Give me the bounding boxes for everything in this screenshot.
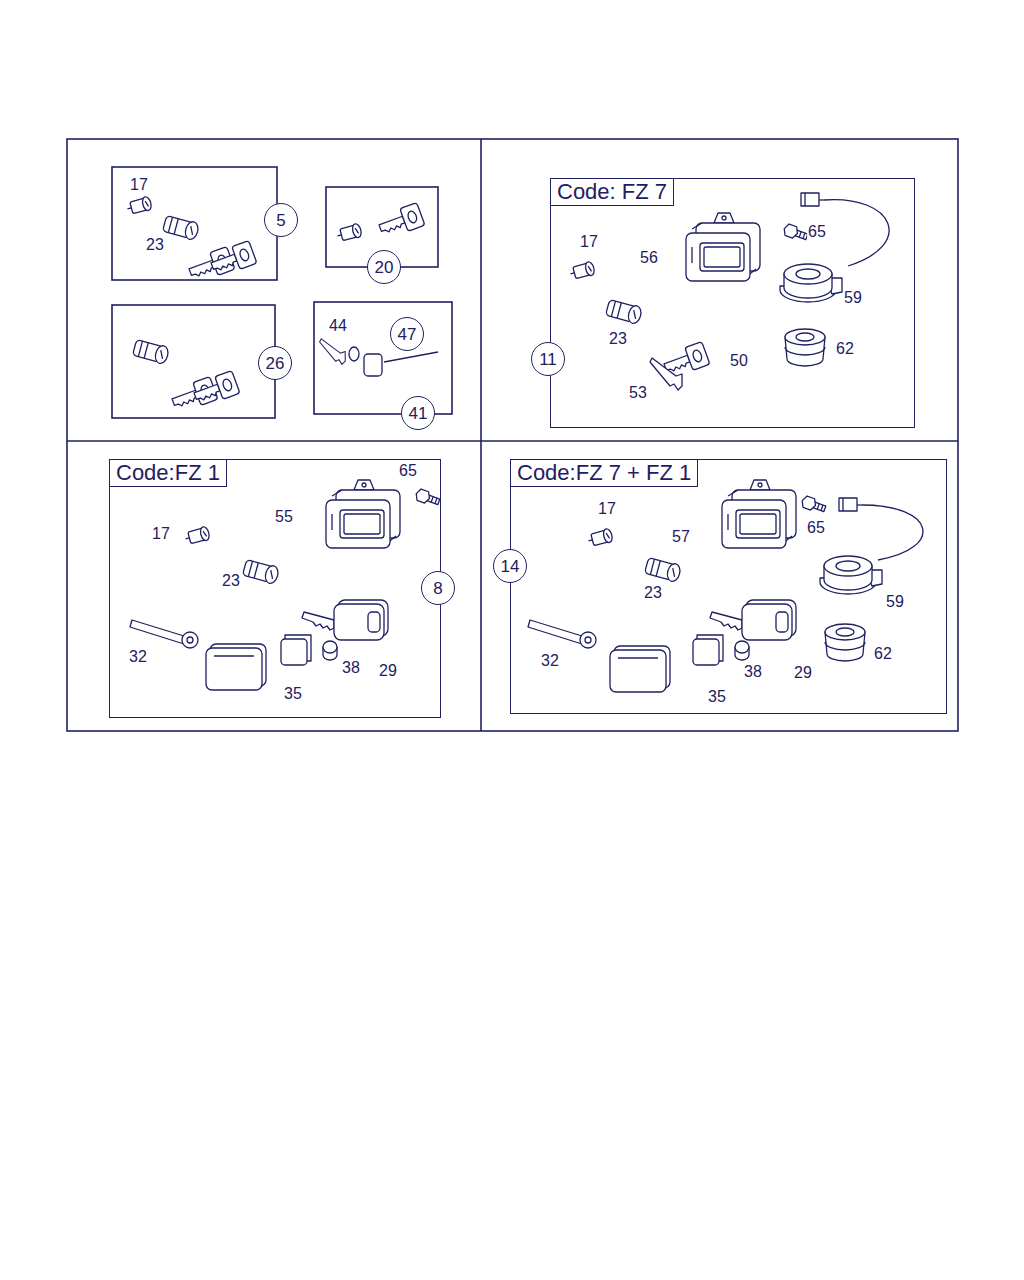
part-number: 56 [639,250,659,266]
part-number: 65 [806,520,826,536]
option-code-box: Code:FZ 7 + FZ 1 [510,459,947,714]
wire [862,505,923,560]
connector [801,193,824,206]
key-head [364,354,382,376]
remote-key [710,600,796,640]
lock-cylinder [242,559,280,585]
lock-cylinder [587,528,614,548]
bolt [782,223,809,242]
part-drawings [126,193,923,692]
callout-circle: 47 [390,317,424,351]
code-heading: Code:FZ 1 [110,460,227,487]
code-heading: Code: FZ 7 [551,179,674,206]
part-number: 65 [398,463,418,479]
bolt [414,488,441,507]
part-number: 17 [579,234,599,250]
part-number: 44 [328,318,348,334]
antenna-ring [780,264,842,302]
bushing [785,329,825,366]
callout-circle: 8 [421,571,455,605]
control-module [686,213,760,281]
control-module [722,480,796,548]
key-blade [528,620,596,648]
antenna-ring [820,556,882,594]
callout-circle: 14 [493,549,527,583]
key [376,203,425,240]
callout-number: 5 [276,212,285,229]
option-code-box: Code:FZ 1 [109,459,441,718]
callout-number: 47 [398,326,417,343]
callout-circle: 41 [401,396,435,430]
part-number: 35 [707,689,727,705]
part-number: 23 [643,585,663,601]
part-number: 53 [628,385,648,401]
part-number: 62 [835,341,855,357]
lock-cylinder [336,223,363,243]
bushing [825,624,865,661]
lock-cylinder [126,196,153,216]
lock-cylinder [184,526,211,546]
battery [323,641,337,660]
part-number: 32 [128,649,148,665]
part-number: 17 [129,177,149,193]
key-blade [130,620,198,648]
part-number: 65 [807,224,827,240]
part-number: 23 [608,331,628,347]
key [191,371,240,408]
callout-circle: 26 [258,346,292,380]
part-number: 38 [743,664,763,680]
bolt [800,495,827,514]
part-number: 29 [793,665,813,681]
part-number: 59 [885,594,905,610]
callout-number: 26 [266,355,285,372]
part-number: 35 [283,686,303,702]
key-housing [610,646,670,692]
callout-number: 11 [539,351,557,368]
quadrant-frame [67,139,958,731]
control-module [326,480,400,548]
part-number: 38 [341,660,361,676]
callout-circle: 20 [367,250,401,284]
part-number: 23 [221,573,241,589]
bracket-line [384,352,438,362]
cover [281,635,311,665]
callout-number: 8 [433,580,442,597]
part-number: 17 [597,501,617,517]
key-blank [320,339,346,365]
part-number: 59 [843,290,863,306]
lock-cylinder [644,557,682,583]
wire [824,200,889,266]
callout-number: 20 [375,259,394,276]
lock-cylinder [132,339,170,365]
lock-cylinder [569,261,596,281]
key-housing [206,644,266,690]
part-number: 55 [274,509,294,525]
key-blank [650,358,682,390]
part-number: 29 [378,663,398,679]
connector [839,498,862,511]
lock-cylinder [162,215,200,241]
key [208,241,257,278]
callout-number: 14 [501,558,520,575]
part-number: 32 [540,653,560,669]
washer [349,347,359,361]
remote-key [302,600,388,640]
callout-number: 41 [409,405,428,422]
code-heading: Code:FZ 7 + FZ 1 [511,460,698,487]
part-number: 57 [671,529,691,545]
lock-cylinder [605,299,643,325]
callout-circle: 11 [531,342,565,376]
cover [693,635,723,665]
part-number: 23 [145,237,165,253]
battery [735,641,749,660]
part-number: 62 [873,646,893,662]
part-number: 17 [151,526,171,542]
part-number: 50 [729,353,749,369]
callout-circle: 5 [264,203,298,237]
